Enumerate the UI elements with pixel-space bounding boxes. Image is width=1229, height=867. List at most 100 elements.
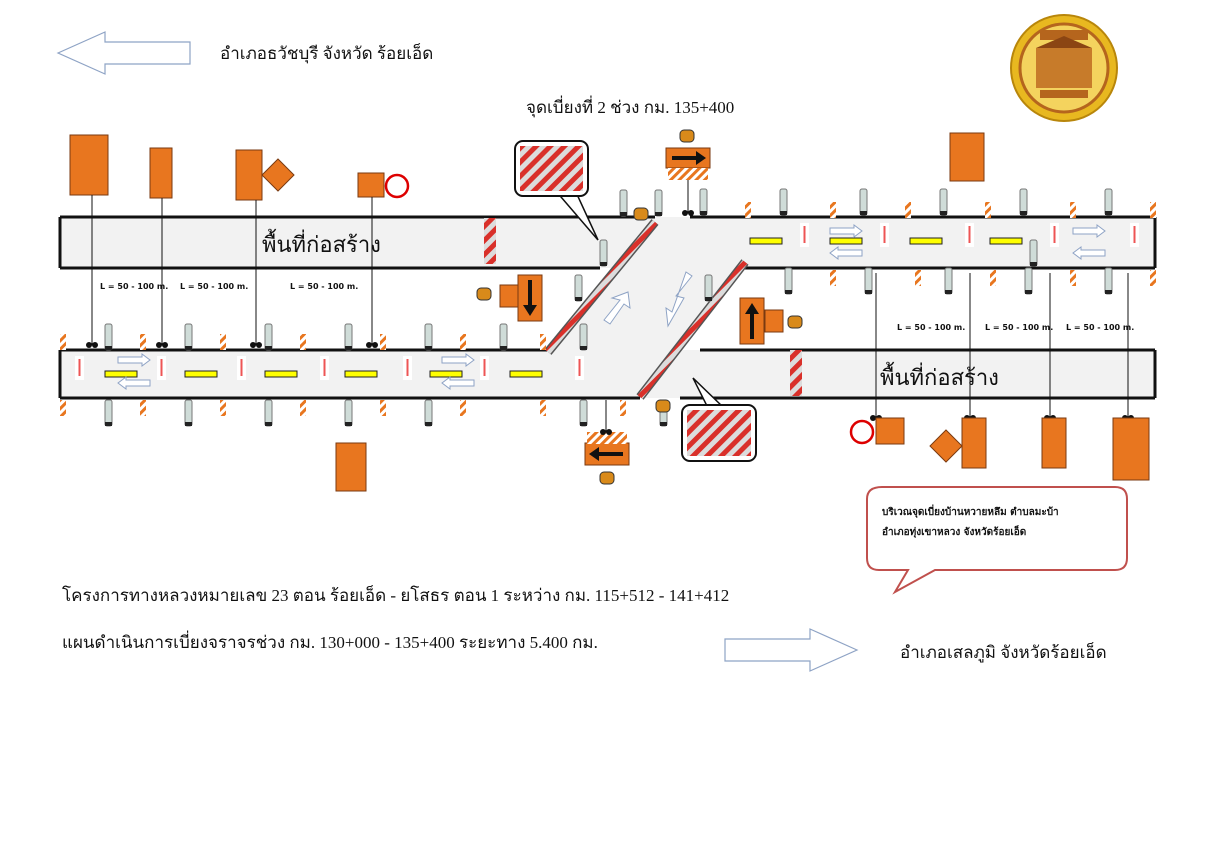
project-title: โครงการทางหลวงหมายเลข 23 ตอน ร้อยเอ็ด - … [62, 584, 729, 605]
bollard-base [780, 211, 787, 215]
direction-arrow-icon [745, 303, 759, 339]
striped-cone [1150, 270, 1156, 286]
barrier-segment [484, 218, 496, 264]
bollard-base [580, 422, 587, 426]
striped-cone [1070, 270, 1076, 286]
bollard-base [945, 290, 952, 294]
bollard-base [265, 422, 272, 426]
right-direction-arrow [724, 628, 859, 672]
lane-dash [429, 370, 463, 378]
striped-cone [540, 400, 546, 416]
striped-cone [1070, 202, 1076, 218]
striped-cone [140, 334, 146, 350]
sign-base [606, 429, 612, 435]
construction-sign [357, 172, 385, 198]
sign-base [682, 210, 688, 216]
location-callout [866, 486, 1128, 595]
sign-base [688, 210, 694, 216]
no-overtaking-sign [384, 173, 410, 199]
bollard-base [345, 346, 352, 350]
warning-lamp-icon [655, 399, 671, 413]
bollard-base [185, 346, 192, 350]
construction-sign [69, 134, 109, 196]
lane-arrow-left [1072, 246, 1106, 260]
sign-base [870, 415, 876, 421]
bollard-base [500, 346, 507, 350]
striped-cone [140, 400, 146, 416]
striped-cone [300, 400, 306, 416]
spacing-label: L = 50 - 100 m. [100, 282, 168, 291]
bollard-base [425, 346, 432, 350]
construction-sign [1041, 417, 1067, 469]
striped-cone [460, 400, 466, 416]
no-overtaking-sign [849, 419, 875, 445]
bollard-base [600, 262, 607, 266]
spacing-label: L = 50 - 100 m. [290, 282, 358, 291]
bollard-base [940, 211, 947, 215]
left-direction-label: อำเภอธวัชบุรี จังหวัด ร้อยเอ็ด [220, 42, 433, 64]
bollard-base [575, 297, 582, 301]
warning-lamp-icon [599, 471, 615, 485]
barricade-stripe [587, 432, 627, 444]
plan-title: แผนดำเนินการเบี่ยงจราจรช่วง กม. 130+000 … [62, 630, 598, 652]
bollard-base [620, 212, 627, 216]
bollard-base [265, 346, 272, 350]
striped-cone [380, 400, 386, 416]
spacing-label: L = 50 - 100 m. [180, 282, 248, 291]
lane-dash [829, 237, 863, 245]
bollard-base [105, 422, 112, 426]
lane-arrow-right [117, 353, 151, 367]
curve-warning-sign [261, 158, 295, 192]
direction-arrow-icon [523, 280, 537, 316]
bollard-base [1105, 211, 1112, 215]
striped-cone [905, 202, 911, 218]
striped-cone [830, 270, 836, 286]
striped-cone [380, 334, 386, 350]
detour-arrow-up [603, 291, 631, 325]
warning-lamp-icon [679, 129, 695, 143]
striped-cone [460, 334, 466, 350]
construction-area-label-bottom: พื้นที่ก่อสร้าง [880, 362, 999, 390]
spacing-label: L = 50 - 100 m. [1066, 323, 1134, 332]
bollard-base [655, 212, 662, 216]
striped-cone [745, 202, 751, 218]
striped-cone [220, 334, 226, 350]
bollard-base [1105, 290, 1112, 294]
lane-dash [264, 370, 298, 378]
bollard-base [860, 211, 867, 215]
barrier-photo-callout-bottom [681, 377, 757, 462]
construction-sign [1112, 417, 1150, 481]
spacing-label: L = 50 - 100 m. [897, 323, 965, 332]
lane-arrow-right [441, 353, 475, 367]
sign-base [256, 342, 262, 348]
striped-cone [60, 334, 66, 350]
bollard-base [425, 422, 432, 426]
lane-dash [509, 370, 543, 378]
lane-dash [749, 237, 783, 245]
sign-base [600, 429, 606, 435]
barrier-segment [790, 350, 802, 396]
construction-sign [875, 417, 905, 445]
lane-arrow-left [829, 246, 863, 260]
sign-base [372, 342, 378, 348]
construction-sign [149, 147, 173, 199]
detour-point-title: จุดเบี่ยงที่ 2 ช่วง กม. 135+400 [526, 95, 734, 118]
curve-warning-sign [929, 429, 963, 463]
striped-cone [300, 334, 306, 350]
bollard-base [785, 290, 792, 294]
striped-cone [830, 202, 836, 218]
striped-cone [985, 202, 991, 218]
sign-base [156, 342, 162, 348]
bollard-base [1025, 290, 1032, 294]
construction-sign [235, 149, 263, 201]
construction-sign [949, 132, 985, 182]
lane-dash [909, 237, 943, 245]
barricade-stripe [668, 168, 708, 180]
bollard-base [345, 422, 352, 426]
sign-base [92, 342, 98, 348]
striped-cone [990, 270, 996, 286]
bollard-base [105, 346, 112, 350]
lane-arrow-right [1072, 224, 1106, 238]
lane-dash [989, 237, 1023, 245]
callout-line-1: บริเวณจุดเบี่ยงบ้านหวายหลึม ตำบลมะบ้า [882, 504, 1059, 518]
